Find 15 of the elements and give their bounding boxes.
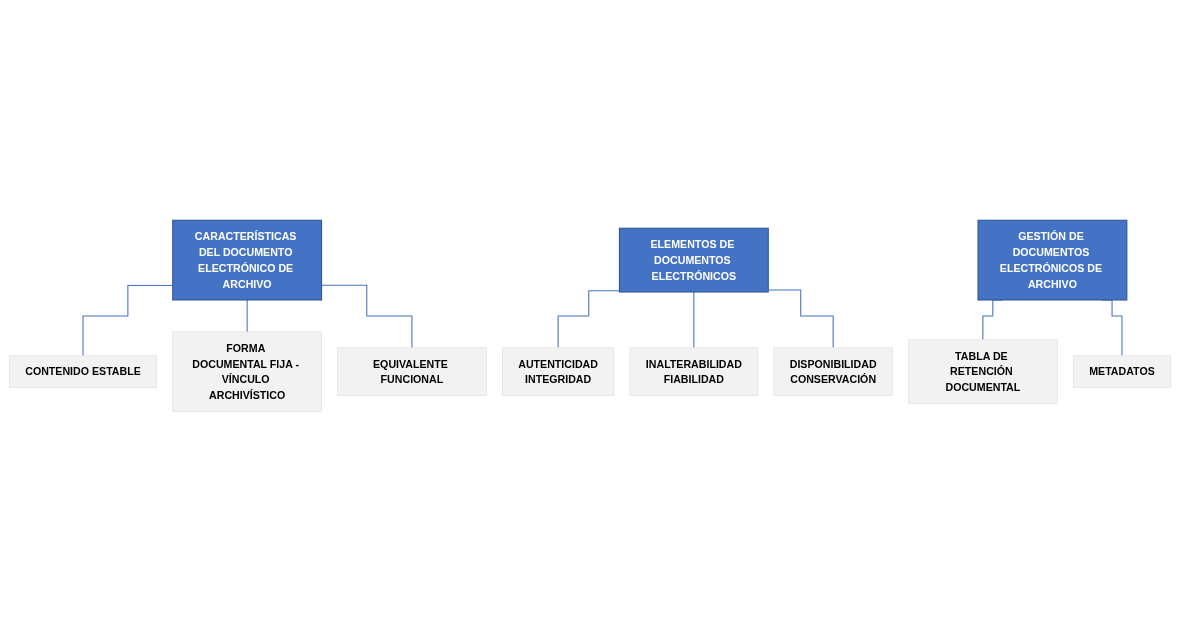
node-box: DISPONIBILIDAD CONSERVACIÓN [773, 347, 893, 396]
node-box: EQUIVALENTE FUNCIONAL [337, 347, 487, 396]
connector [246, 299, 248, 333]
node-box: TABLA DE RETENCIÓN DOCUMENTAL [908, 339, 1058, 404]
node-box: ELEMENTOS DE DOCUMENTOS ELECTRÓNICOS [618, 227, 769, 293]
node-box: FORMA DOCUMENTAL FIJA - VÍNCULO ARCHIVÍSTICO [172, 331, 322, 412]
connector [321, 284, 413, 349]
node-box: METADATOS [1073, 355, 1171, 389]
node-box: INALTERABILIDAD FIABILIDAD [629, 347, 759, 396]
node-box: AUTENTICIDAD INTEGRIDAD [502, 347, 615, 396]
node-box: CARACTERÍSTICAS DEL DOCUMENTO ELECTRÓNICO DE ARCHIVO [172, 219, 323, 301]
node-box: CONTENIDO ESTABLE [9, 355, 158, 389]
connector [557, 290, 620, 349]
connector [693, 291, 695, 349]
node-box: GESTIÓN DE DOCUMENTOS ELECTRÓNICOS DE ARCHIVO [977, 219, 1128, 301]
